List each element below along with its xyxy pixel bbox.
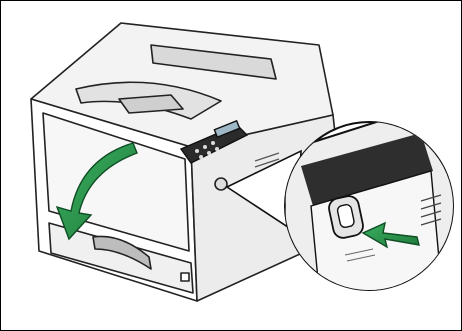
cover-release-button	[215, 178, 227, 190]
